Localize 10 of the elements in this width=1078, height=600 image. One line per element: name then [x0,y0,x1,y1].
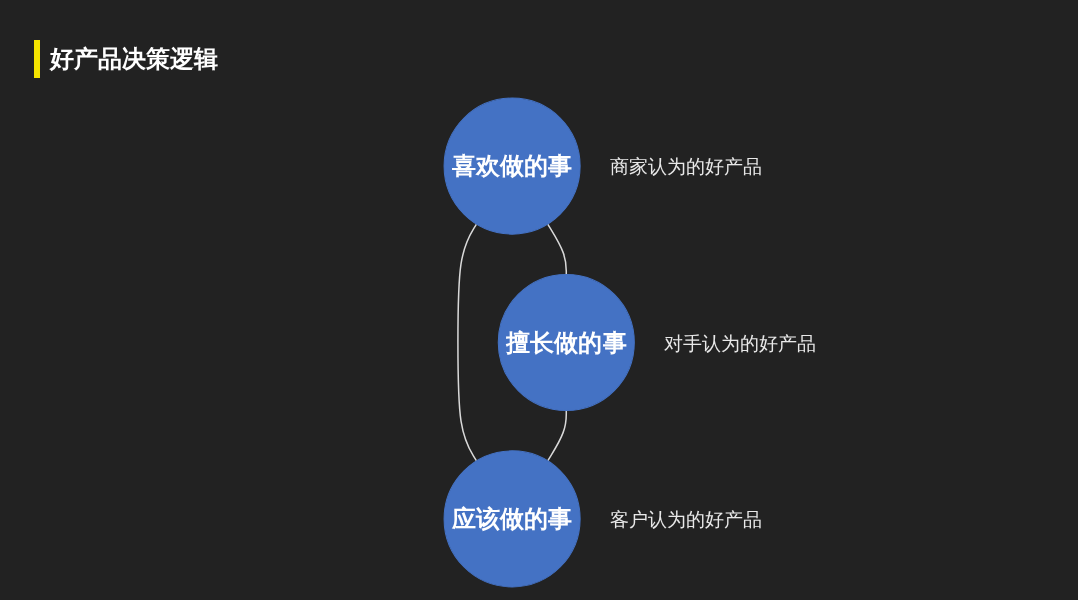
connector [546,409,567,462]
node-circle: 应该做的事 [443,450,581,588]
connector [546,223,567,276]
node-caption: 商家认为的好产品 [609,154,762,180]
node-circle: 喜欢做的事 [443,97,581,235]
node-caption: 对手认为的好产品 [664,330,817,356]
node-circle: 擅长做的事 [497,273,635,412]
title: 好产品决策逻辑 [34,40,218,78]
node-caption: 客户认为的好产品 [609,506,762,532]
connector [457,223,478,462]
